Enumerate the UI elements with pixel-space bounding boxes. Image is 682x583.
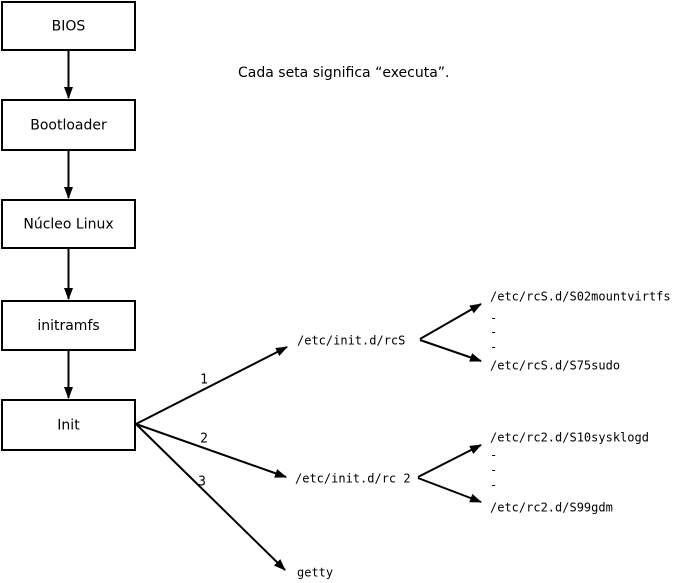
- arrow-rcS-to-s75: [419, 339, 482, 362]
- rc2-fan: /etc/rc2.d/S10sysklogd - - - /etc/rc2.d/…: [417, 431, 649, 515]
- rc2-ellipsis-dash-3: -: [490, 478, 497, 492]
- rcS-ellipsis-dash-3: -: [490, 340, 497, 354]
- arrow-init-to-rcS: [135, 346, 288, 425]
- box-initramfs-label: initramfs: [37, 318, 99, 334]
- branch-label-rcS: /etc/init.d/rcS: [297, 334, 405, 348]
- box-kernel: [1, 199, 136, 249]
- branch-number-2: 2: [200, 432, 208, 447]
- box-kernel-label: Núcleo Linux: [23, 217, 113, 233]
- rcS-ellipsis-dash-1: -: [490, 311, 497, 325]
- arrow-init-to-rc2: [135, 423, 287, 478]
- rcS-child-s02mountvirtfs: /etc/rcS.d/S02mountvirtfs: [490, 290, 671, 304]
- box-bootloader-label: Bootloader: [30, 118, 107, 134]
- rcS-child-s75sudo: /etc/rcS.d/S75sudo: [490, 359, 620, 373]
- rc2-ellipsis-dash-1: -: [490, 448, 497, 462]
- rc2-ellipsis-dash-2: -: [490, 463, 497, 477]
- arrow-init-to-getty: [135, 423, 286, 571]
- rc2-child-s99gdm: /etc/rc2.d/S99gdm: [490, 501, 613, 515]
- arrow-rcS-to-s02: [419, 303, 482, 340]
- rc2-child-s10sysklogd: /etc/rc2.d/S10sysklogd: [490, 431, 649, 445]
- branch-label-rc2: /etc/init.d/rc 2: [295, 472, 411, 486]
- rcS-fan: /etc/rcS.d/S02mountvirtfs - - - /etc/rcS…: [419, 290, 671, 373]
- box-init-label: Init: [57, 418, 80, 434]
- init-branches: 1 /etc/init.d/rcS 2 /etc/init.d/rc 2 3 g…: [135, 334, 411, 580]
- rcS-ellipsis-dash-2: -: [490, 325, 497, 339]
- annotation-text: Cada seta significa “executa”.: [238, 65, 450, 81]
- branch-number-1: 1: [200, 373, 208, 388]
- boot-chain: BIOS Bootloader Núcleo Linux initramfs I…: [1, 1, 136, 451]
- box-bios: [1, 1, 136, 51]
- branch-number-3: 3: [198, 475, 206, 490]
- arrow-rc2-to-s99: [417, 477, 482, 503]
- box-bootloader: [1, 99, 136, 151]
- branch-label-getty: getty: [297, 566, 333, 580]
- box-init: [1, 399, 136, 451]
- box-bios-label: BIOS: [52, 19, 86, 35]
- arrow-rc2-to-s10: [417, 444, 482, 478]
